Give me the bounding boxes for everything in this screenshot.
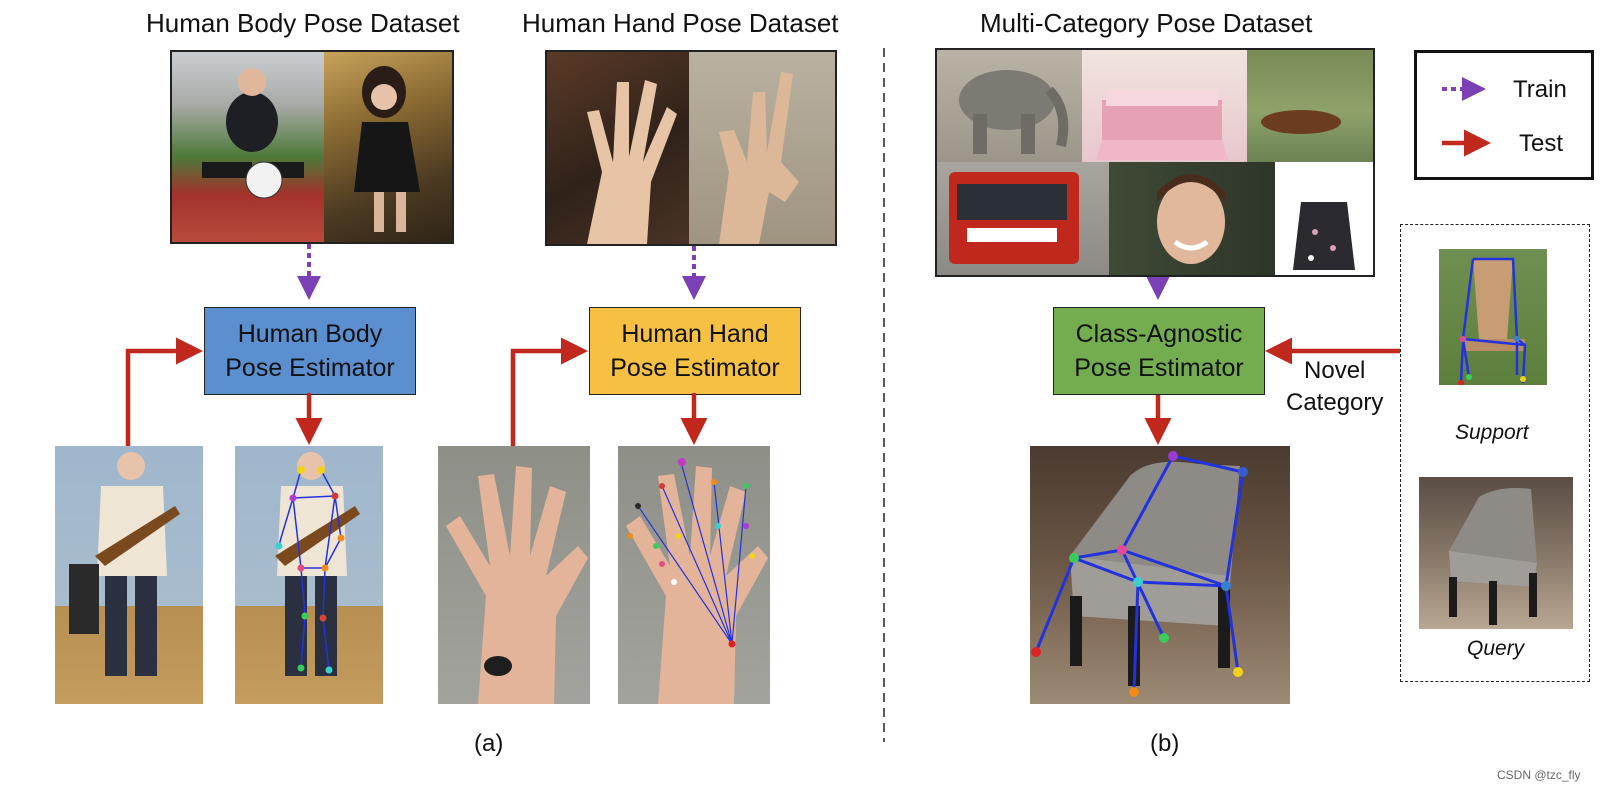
agnostic-estimator-line2: Pose Estimator (1074, 354, 1244, 382)
open-hand-photo (547, 52, 689, 244)
caption-b: (b) (1150, 730, 1180, 757)
elephant-figure (959, 70, 1069, 154)
woman-bench-photo (324, 52, 452, 242)
body-dataset-title: Human Body Pose Dataset (146, 8, 460, 38)
hand-estimator-line2: Pose Estimator (610, 354, 780, 382)
beaver-figure (1261, 110, 1341, 134)
soccer-player-figure (202, 68, 304, 199)
legend-box: Train Test (1414, 50, 1594, 180)
legend-test-label: Test (1519, 130, 1564, 157)
guitarist-pose-figure (275, 452, 360, 676)
palm-pose-figure (626, 458, 768, 704)
hand-pose-estimator: Human Hand Pose Estimator (589, 307, 801, 395)
beaver-photo (1247, 50, 1373, 162)
multi-dataset-images (935, 48, 1375, 277)
support-chair-photo (1439, 249, 1547, 385)
body-pose-estimator: Human Body Pose Estimator (204, 307, 416, 395)
novel-category-label: Novel Category (1286, 355, 1383, 419)
class-agnostic-pose-estimator: Class-Agnostic Pose Estimator (1053, 307, 1265, 395)
face-photo (1109, 162, 1275, 275)
body-estimator-line1: Human Body (237, 320, 383, 348)
woman-figure (354, 66, 420, 232)
novel-label: Novel (1304, 357, 1366, 384)
guitarist-output-photo (235, 446, 383, 704)
bus-photo (937, 162, 1109, 275)
body-dataset-images (170, 50, 454, 244)
chair-output-photo (1030, 446, 1290, 704)
query-chair-figure (1449, 488, 1537, 625)
ok-hand-photo (689, 52, 835, 244)
body-keypoints (275, 466, 345, 674)
palm-figure (446, 466, 588, 704)
multi-dataset-title: Multi-Category Pose Dataset (980, 8, 1313, 38)
support-chair-figure (1458, 257, 1527, 385)
bed-photo (1082, 50, 1247, 162)
hand-input-photo (438, 446, 590, 704)
hand-estimator-line1: Human Hand (621, 320, 769, 348)
support-label: Support (1455, 421, 1529, 444)
body-skeleton (278, 469, 342, 671)
body-estimator-line2: Pose Estimator (225, 354, 395, 382)
chair-keypoints (1031, 451, 1248, 697)
elephant-photo (937, 50, 1082, 162)
query-label: Query (1467, 637, 1525, 660)
bed-figure (1096, 90, 1228, 160)
top-garment-figure (1293, 202, 1355, 270)
top-garment-photo (1275, 162, 1373, 275)
category-label: Category (1286, 389, 1384, 416)
hand-skeleton (637, 465, 747, 645)
guitarist-input-photo (55, 446, 203, 704)
hand-output-photo (618, 446, 770, 704)
agnostic-estimator-line1: Class-Agnostic (1075, 320, 1243, 348)
soccer-player-photo (172, 52, 324, 242)
query-chair-photo (1419, 477, 1573, 629)
bus-figure (949, 172, 1079, 264)
legend-train-label: Train (1513, 76, 1567, 103)
hand-dataset-images (545, 50, 837, 246)
guitarist-figure (69, 452, 180, 676)
face-figure (1157, 174, 1225, 264)
chair-pose-figure (1031, 451, 1248, 697)
hand-keypoints (627, 458, 755, 648)
caption-a: (a) (474, 730, 504, 757)
hand-dataset-title: Human Hand Pose Dataset (522, 8, 839, 38)
support-query-box: Support Query (1400, 224, 1590, 682)
open-hand-figure (587, 80, 677, 244)
test-arrow-body-in (125, 337, 203, 446)
test-arrow-hand-in (510, 337, 588, 446)
watermark: CSDN @tzc_fly (1497, 768, 1581, 782)
ok-hand-figure (719, 72, 799, 244)
